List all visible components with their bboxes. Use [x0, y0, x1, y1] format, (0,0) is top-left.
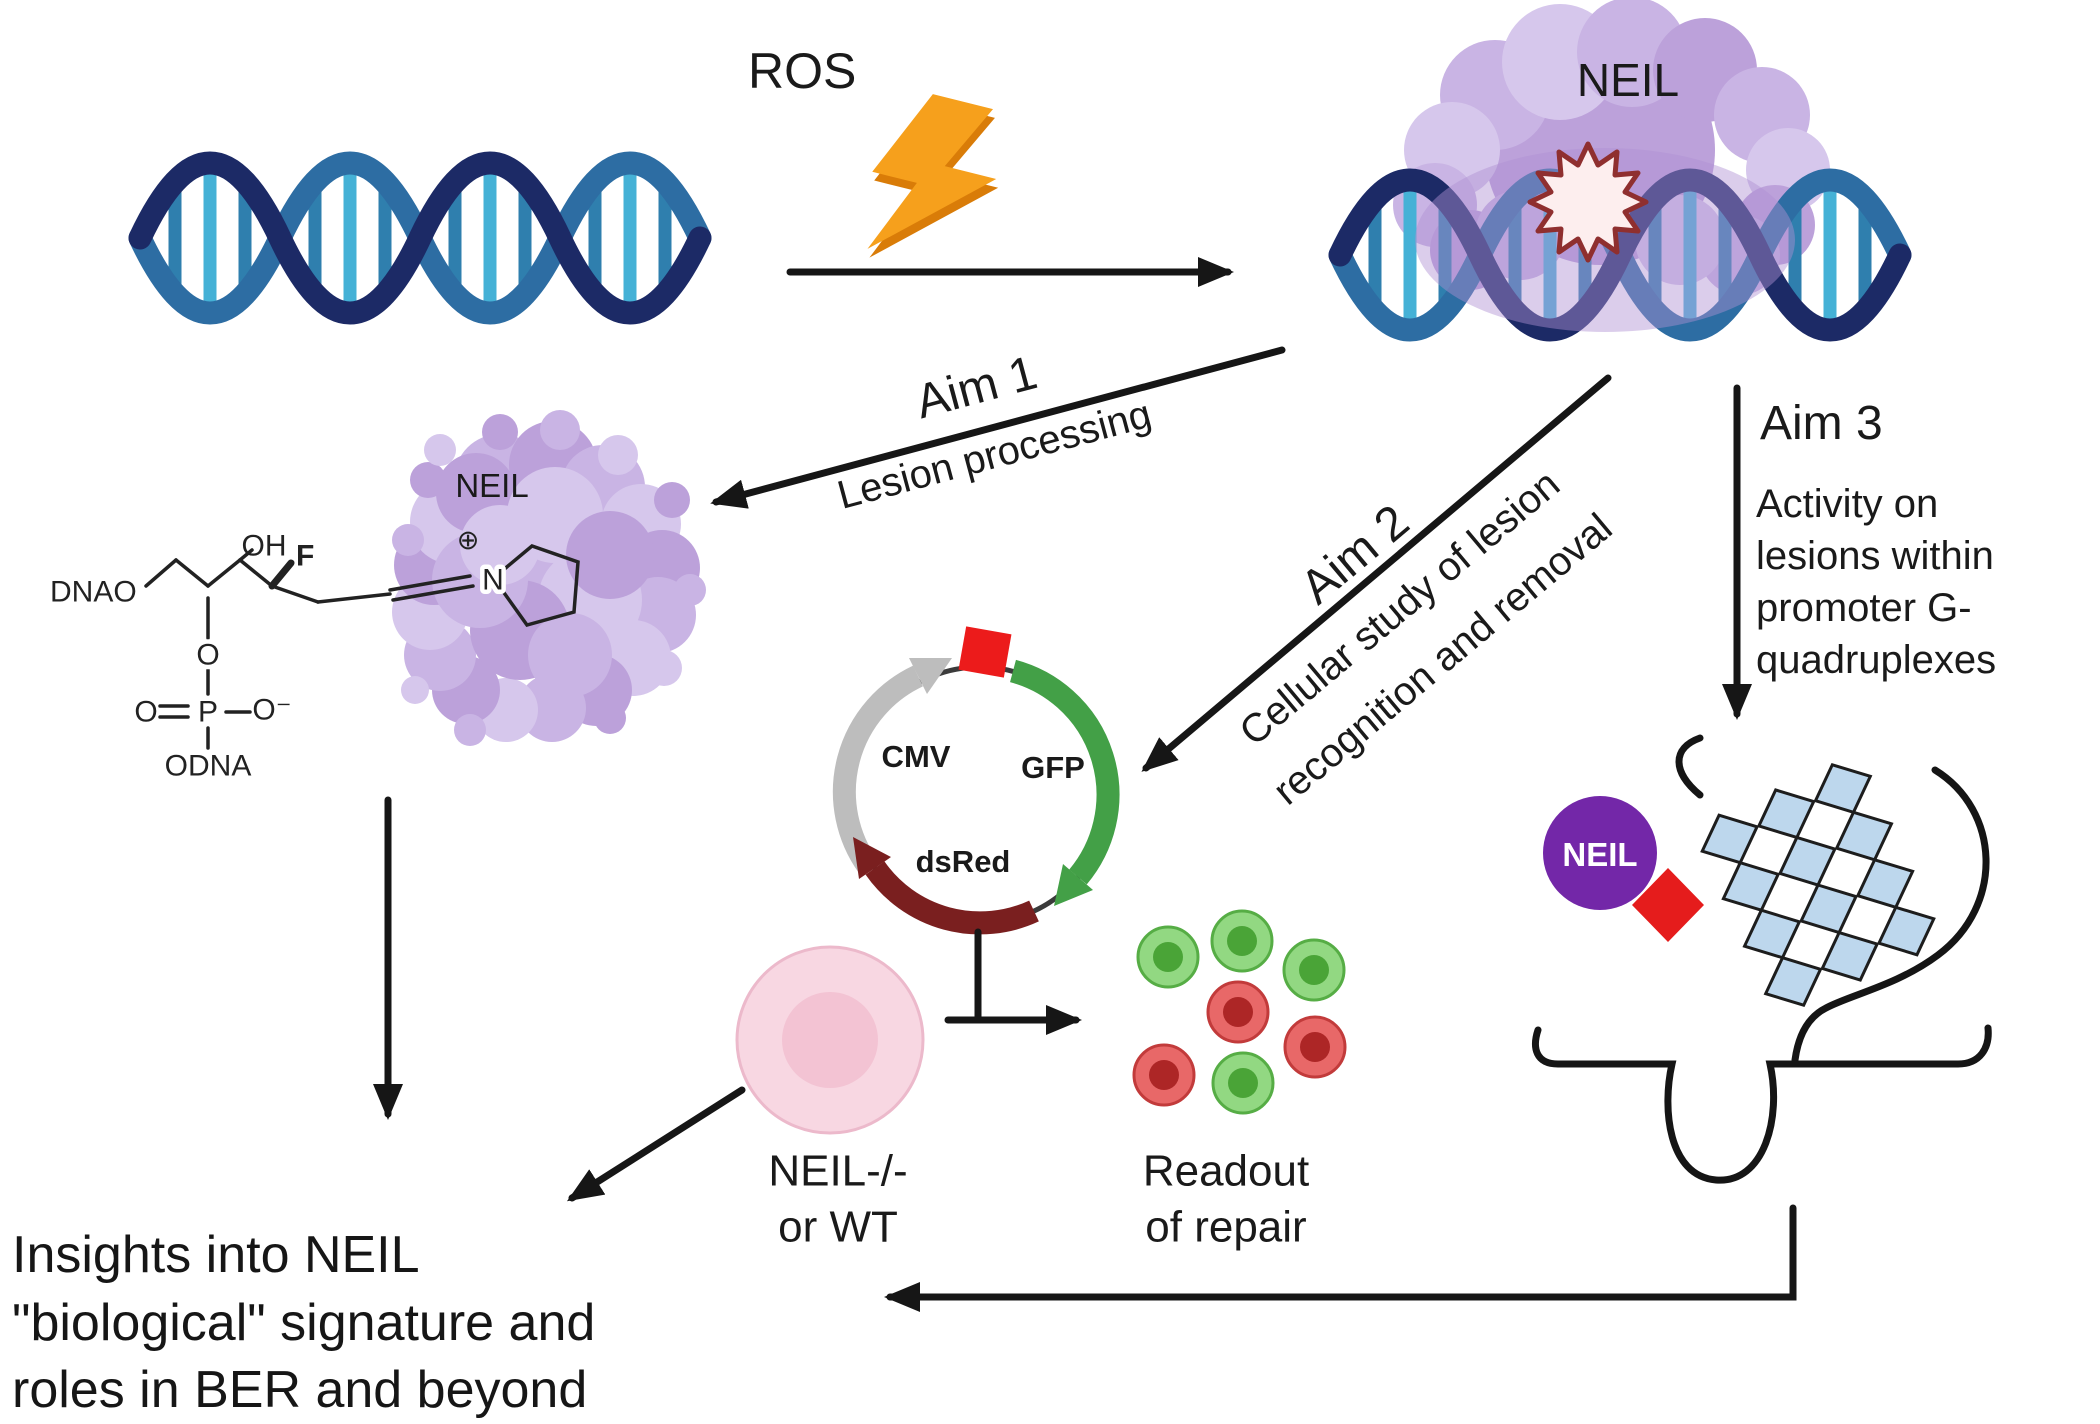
g4-quartet-lattice [1700, 762, 1936, 1008]
chem-o-minus: O⁻ [252, 694, 291, 727]
plasmid-map [832, 626, 1120, 935]
g4-strand-top [1675, 734, 1704, 799]
chem-fluorine: F [296, 540, 314, 573]
ros-lightning-icon [867, 94, 999, 258]
dna-helix-left [128, 151, 712, 325]
gfp-gene-arrow [1009, 659, 1120, 885]
gfp-arrowhead [1054, 864, 1093, 906]
red-cell [1206, 980, 1270, 1044]
lesion-chemical-structure [144, 544, 580, 750]
plasmid-dsred-label: dsRed [915, 844, 1011, 879]
green-cell [1211, 1051, 1275, 1115]
dsred-gene-arrow [865, 861, 1039, 935]
chem-o-double: O [134, 696, 157, 729]
chem-plus-charge: ⊕ [457, 525, 480, 555]
neil-protein-spacefill [392, 410, 706, 746]
lesion-diamond-icon [1632, 868, 1704, 942]
chem-dnao: DNAO [50, 576, 137, 609]
g4-strand-loop [1532, 1024, 1992, 1184]
arrow-g4-to-insights [884, 1204, 1797, 1312]
cmv-arrowhead [909, 658, 952, 694]
aim3-subtitle: Activity on lesions within promoter G- q… [1756, 482, 1997, 682]
green-cell [1282, 938, 1346, 1002]
lesion-insert-marker [958, 626, 1012, 678]
chem-nitrogen: N [482, 564, 504, 597]
lesion-chemical-labels: DNAO OH F ⊕ N O O P O⁻ ODNA [50, 525, 508, 783]
chem-odna: ODNA [165, 750, 252, 783]
cell-genotype-label: NEIL-/- or WT [768, 1146, 908, 1252]
cell-nucleus [782, 992, 878, 1088]
dsred-arrowhead [853, 837, 891, 879]
readout-cell-cluster [1132, 909, 1347, 1115]
arrow-cell-to-insights [566, 1086, 746, 1202]
readout-label: Readout of repair [1142, 1146, 1310, 1252]
chem-o-bridge: O [196, 639, 219, 672]
green-cell [1210, 909, 1274, 973]
chem-phosphorus: P [198, 696, 218, 729]
ros-label: ROS [748, 43, 857, 99]
aim3-title: Aim 3 [1760, 397, 1883, 450]
arrow-aim1 [710, 346, 1286, 509]
g4-neil-badge-label: NEIL [1562, 836, 1638, 873]
arrow-aim2 [1141, 374, 1612, 772]
dna-helix-right [1328, 168, 1912, 342]
green-cell [1136, 925, 1200, 989]
g4-strand-right [1791, 766, 1990, 1064]
insights-summary-text: Insights into NEIL "biological" signatur… [12, 1226, 596, 1420]
g-quadruplex-illustration [1532, 734, 1992, 1184]
connector-arrows [373, 257, 1797, 1312]
red-cell [1132, 1043, 1196, 1107]
neil-protein-label: NEIL [455, 467, 529, 504]
lesion-starburst-icon [1527, 141, 1649, 263]
dna-strand-front [1328, 168, 1912, 342]
red-cell [1283, 1015, 1347, 1079]
dna-strand-front [128, 151, 712, 325]
neil-enzyme-badge [1543, 796, 1657, 910]
chem-oh: OH [242, 530, 287, 563]
plasmid-gfp-label: GFP [1021, 750, 1085, 785]
neil-enzyme-label: NEIL [1576, 54, 1680, 106]
host-cell [735, 945, 925, 1135]
plasmid-cmv-label: CMV [881, 739, 951, 774]
